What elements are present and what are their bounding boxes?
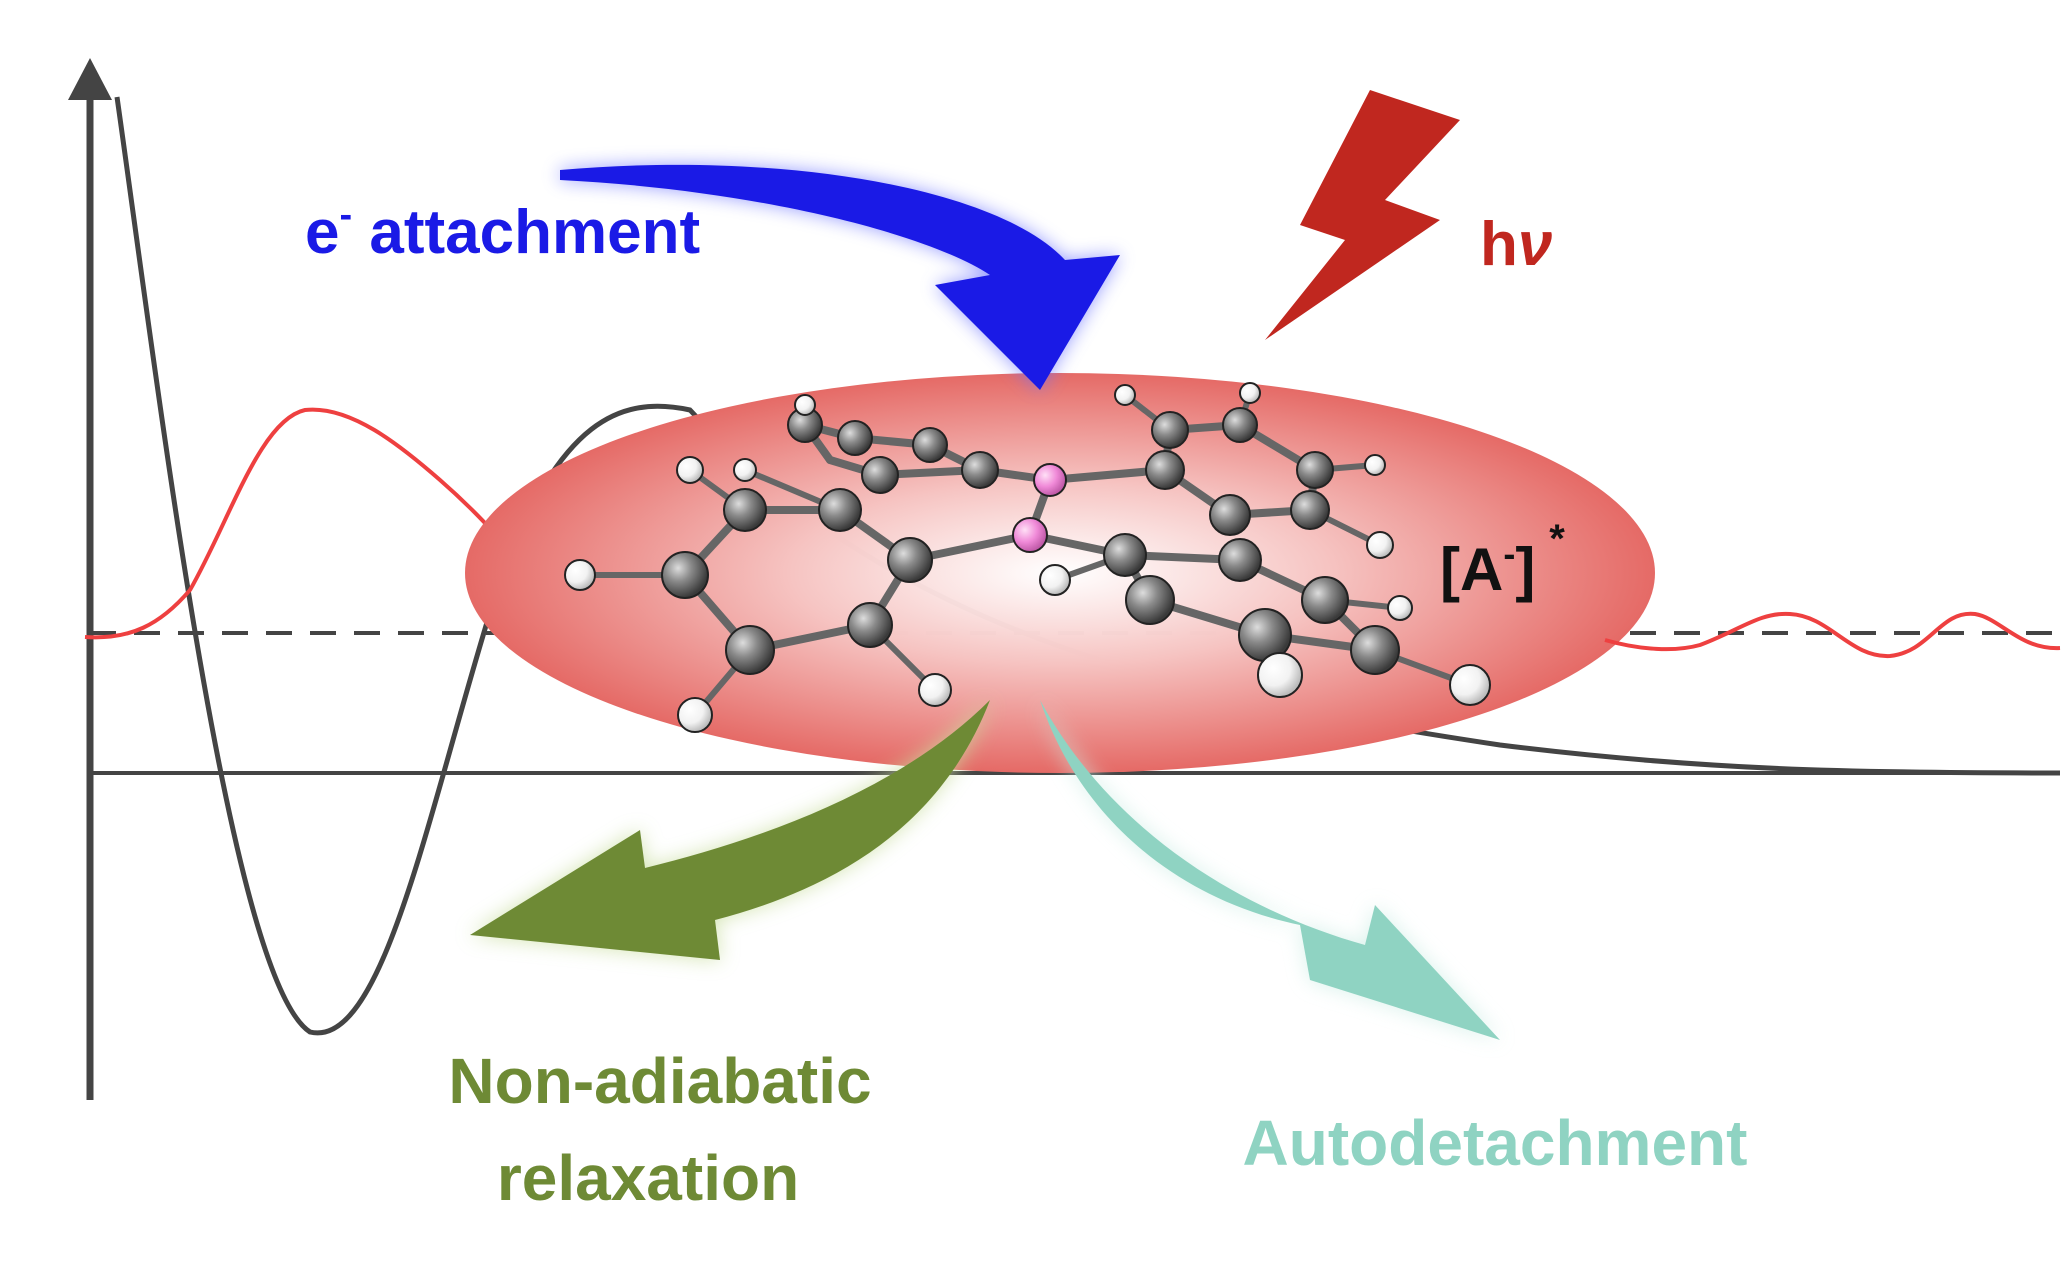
y-axis-arrowhead <box>68 58 112 100</box>
autodetachment-arrow <box>1040 700 1500 1040</box>
relaxation-arrow <box>470 700 990 960</box>
autodetachment-label: Autodetachment <box>1243 1107 1748 1179</box>
relaxation-label-line2: relaxation <box>497 1142 799 1214</box>
boron-atom-top <box>1033 463 1067 497</box>
excited-anion-label: [A-] * <box>1440 517 1565 603</box>
anion-label-sup: - <box>1503 533 1515 574</box>
anion-label-star: * <box>1549 517 1565 561</box>
photon-label-h: h <box>1480 210 1518 279</box>
attachment-arrow <box>560 164 1120 390</box>
boron-atom-bottom <box>1012 517 1048 553</box>
anion-label-right: ] <box>1515 536 1535 603</box>
relaxation-label-line1: Non-adiabatic <box>448 1045 871 1117</box>
attachment-label-sup: - <box>339 194 352 236</box>
photon-label: hν <box>1480 210 1552 279</box>
photon-label-nu: ν <box>1518 210 1552 279</box>
attachment-label-text: attachment <box>352 198 700 267</box>
lightning-bolt-icon <box>1265 90 1460 340</box>
attachment-label: e- attachment <box>305 194 700 267</box>
attachment-label-e: e <box>305 198 339 267</box>
wavefunction-left <box>84 407 522 640</box>
wavefunction-right <box>1604 611 2061 659</box>
atoms <box>564 382 1491 733</box>
potential-curve <box>114 96 2061 1036</box>
anion-label-left: [A <box>1440 536 1503 603</box>
